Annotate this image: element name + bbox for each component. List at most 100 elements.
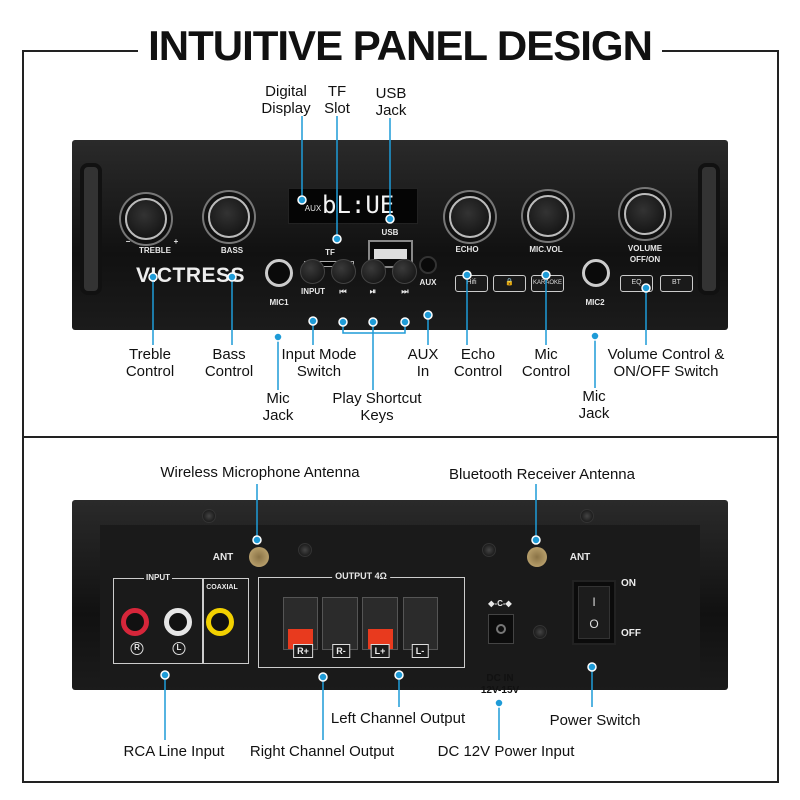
- off-on-label: OFF/ON: [629, 255, 661, 264]
- treble-minus: −: [125, 237, 131, 246]
- digital-display: [288, 188, 418, 224]
- terminal-label: L-: [411, 644, 429, 658]
- right-handle: [698, 163, 720, 295]
- tf-label: TF: [325, 248, 335, 257]
- title-text: INTUITIVE PANEL DESIGN: [138, 22, 662, 69]
- mic2-jack[interactable]: [582, 259, 610, 287]
- treble-plus: +: [173, 237, 179, 246]
- mic1-jack[interactable]: [265, 259, 293, 287]
- callout-left-output: Left Channel Output: [330, 710, 466, 727]
- callout-dc-input: DC 12V Power Input: [437, 743, 575, 760]
- callout-power-switch: Power Switch: [549, 712, 641, 729]
- input-label: INPUT: [301, 287, 325, 296]
- mic-vol-knob[interactable]: [527, 195, 569, 237]
- screw: [533, 625, 547, 639]
- callout-play-keys: Play Shortcut Keys: [332, 390, 422, 424]
- callout-mic-jack-2: Mic Jack: [578, 388, 610, 422]
- switch-off-mark: O: [589, 617, 599, 631]
- bass-knob[interactable]: [208, 196, 250, 238]
- section-divider: [22, 436, 779, 438]
- speaker-terminal-r-minus[interactable]: [322, 597, 358, 650]
- usb-label: USB: [381, 228, 399, 237]
- dc-pin: [496, 624, 506, 634]
- bt-ant-label: ANT: [569, 552, 591, 563]
- display-mode: AUX: [304, 204, 322, 213]
- screw: [298, 543, 312, 557]
- on-label: ON: [621, 578, 636, 589]
- callout-input-mode: Input Mode Switch: [281, 346, 357, 380]
- callout-digital-display: Digital Display: [261, 83, 311, 117]
- output-label: OUTPUT 4Ω: [332, 571, 390, 582]
- callout-bt-antenna: Bluetooth Receiver Antenna: [449, 466, 635, 483]
- front-panel: [72, 140, 728, 330]
- next-icon: ⏭: [401, 287, 409, 296]
- callout-mic: Mic Control: [521, 346, 571, 380]
- mic-vol-label: MIC.VOL: [529, 245, 563, 254]
- mic2-label: MIC2: [585, 298, 605, 307]
- bass-label: BASS: [220, 246, 244, 255]
- dc-range-label: 12V-15V: [480, 685, 520, 696]
- switch-on-mark: I: [592, 595, 596, 609]
- speaker-terminal-l-minus[interactable]: [403, 597, 438, 650]
- volume-knob[interactable]: [624, 193, 666, 235]
- rca-l-label: L: [172, 642, 186, 655]
- off-label: OFF: [621, 628, 641, 639]
- echo-label: ECHO: [455, 245, 479, 254]
- display-text: bL:UE: [322, 191, 395, 219]
- callout-wireless-antenna: Wireless Microphone Antenna: [160, 464, 360, 481]
- left-handle: [80, 163, 102, 295]
- speaker-terminal-r-plus[interactable]: [283, 597, 318, 650]
- brand-logo: VICTRESS: [136, 264, 246, 287]
- dc-in-label: DC IN: [486, 673, 514, 684]
- bluetooth-icon: BT: [660, 275, 693, 292]
- callout-right-output: Right Channel Output: [249, 743, 395, 760]
- callout-mic-jack-1: Mic Jack: [262, 390, 294, 424]
- callout-bass: Bass Control: [204, 346, 254, 380]
- callout-treble: Treble Control: [125, 346, 175, 380]
- coaxial-divider: [202, 578, 204, 664]
- rca-input-label: INPUT: [144, 572, 172, 583]
- prev-button[interactable]: [331, 259, 356, 284]
- screw: [482, 543, 496, 557]
- screw: [580, 509, 594, 523]
- callout-tf-slot: TF Slot: [324, 83, 350, 117]
- usb-port-tongue: [374, 249, 407, 259]
- aux-label: AUX: [419, 278, 437, 287]
- prev-icon: ⏮: [339, 287, 347, 296]
- callout-rca-input: RCA Line Input: [123, 743, 225, 760]
- page-title: INTUITIVE PANEL DESIGN: [0, 22, 800, 70]
- next-button[interactable]: [392, 259, 417, 284]
- mic1-label: MIC1: [269, 298, 289, 307]
- speaker-terminal-l-plus[interactable]: [362, 597, 398, 650]
- bt-antenna-connector[interactable]: [527, 547, 547, 567]
- echo-knob[interactable]: [449, 196, 491, 238]
- play-pause-icon: ⏯: [369, 287, 377, 296]
- karaoke-icon: KARAOKE: [531, 275, 564, 292]
- coaxial-jack[interactable]: [206, 608, 234, 636]
- coaxial-label: COAXIAL: [206, 584, 238, 591]
- treble-knob[interactable]: [125, 198, 167, 240]
- rca-r-label: R: [130, 642, 144, 655]
- aux-jack[interactable]: [419, 256, 437, 274]
- input-button[interactable]: [300, 259, 325, 284]
- callout-echo: Echo Control: [453, 346, 503, 380]
- terminal-label: L+: [370, 644, 390, 658]
- callout-usb-jack: USB Jack: [375, 85, 407, 119]
- dc-polarity-icon: ◆-C-◆: [488, 599, 512, 608]
- wireless-antenna-connector[interactable]: [249, 547, 269, 567]
- lock-icon: 🔒: [493, 275, 526, 292]
- screw: [202, 509, 216, 523]
- terminal-label: R+: [293, 644, 313, 658]
- play-pause-button[interactable]: [361, 259, 386, 284]
- callout-volume: Volume Control & ON/OFF Switch: [607, 346, 725, 380]
- rca-right-jack[interactable]: [121, 608, 149, 636]
- wireless-ant-label: ANT: [212, 552, 234, 563]
- rca-left-jack[interactable]: [164, 608, 192, 636]
- dc-in-jack[interactable]: [488, 614, 514, 644]
- treble-label: TREBLE: [139, 246, 171, 255]
- terminal-label: R-: [332, 644, 350, 658]
- input-group-box: [113, 578, 249, 664]
